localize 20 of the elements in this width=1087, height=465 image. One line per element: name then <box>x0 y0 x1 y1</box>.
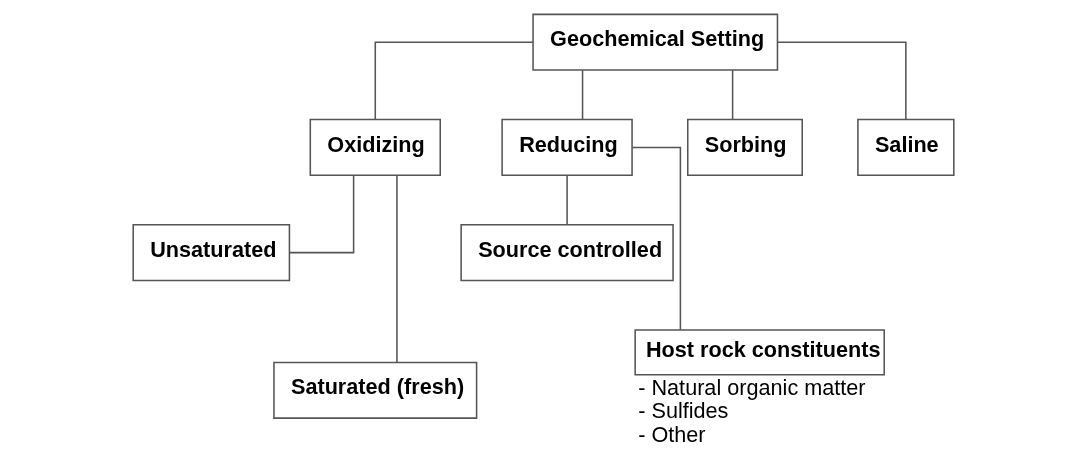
node-box: Saturated (fresh) <box>273 361 478 419</box>
connector <box>288 174 355 254</box>
node-box: Reducing <box>501 118 633 177</box>
node-box: Geochemical Setting <box>532 13 779 71</box>
connector <box>396 174 398 363</box>
connector <box>566 174 568 226</box>
node-box: Host rock constituents <box>634 329 885 376</box>
connector <box>581 69 584 120</box>
node-box: Unsaturated <box>132 224 291 282</box>
node-box: Oxidizing <box>309 118 442 177</box>
node-label: - Other <box>638 421 706 447</box>
node-label: - Natural organic matter <box>638 375 866 401</box>
connector <box>631 146 682 331</box>
node-label: - Sulfides <box>638 398 729 424</box>
connector <box>776 41 907 120</box>
node-box: Saline <box>857 118 955 177</box>
node-box: Source controlled <box>460 224 674 282</box>
connector <box>731 69 734 120</box>
node-box: Sorbing <box>686 118 803 177</box>
connector <box>374 41 534 120</box>
